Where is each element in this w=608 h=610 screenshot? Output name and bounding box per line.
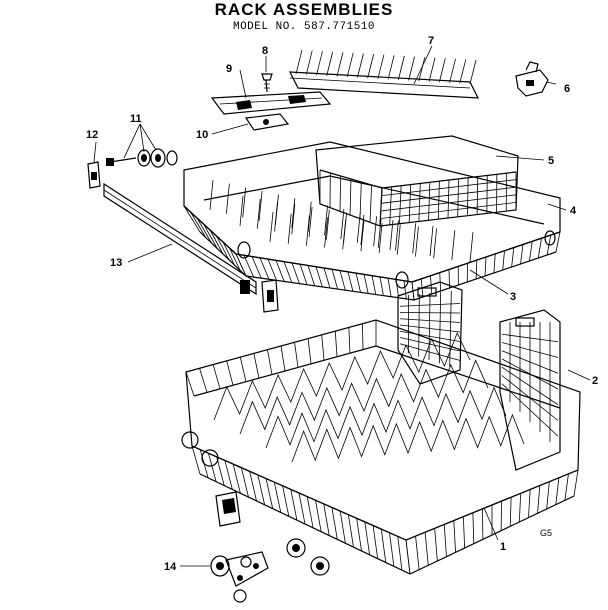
callout-4: 4 — [570, 205, 577, 217]
callout-12: 12 — [86, 129, 98, 141]
part-2-basket-insert — [397, 281, 561, 471]
callout-11: 11 — [130, 113, 142, 125]
part-5-silverware-basket — [315, 135, 519, 227]
model-number: MODEL NO. 587.771510 — [232, 21, 376, 33]
callout-13: 13 — [110, 257, 122, 269]
callout-5: 5 — [548, 155, 554, 167]
part-7-tine-row — [289, 49, 479, 99]
leader-lines — [93, 45, 591, 567]
part-10-bracket — [244, 113, 290, 131]
callout-9: 9 — [226, 63, 232, 75]
callout-2: 2 — [592, 375, 598, 387]
callout-3: 3 — [510, 291, 516, 303]
callout-8: 8 — [262, 45, 268, 57]
part-12-end-cap — [87, 161, 101, 189]
page-title: RACK ASSEMBLIES — [214, 0, 394, 19]
callout-10: 10 — [196, 129, 208, 141]
part-14-lower-roller — [210, 491, 269, 603]
callout-7: 7 — [428, 35, 434, 47]
part-11-roller-assembly — [106, 148, 178, 168]
part-3-upper-rack — [183, 141, 561, 301]
part-9-rail-bracket — [210, 91, 332, 115]
part-1-lower-rack — [181, 319, 581, 576]
part-8-screw — [261, 73, 273, 93]
callout-6: 6 — [564, 83, 570, 95]
part-6-clip — [515, 61, 549, 97]
figure-code: G5 — [540, 528, 552, 538]
part-13-rail — [103, 182, 279, 313]
callout-14: 14 — [164, 561, 177, 573]
callout-1: 1 — [500, 541, 506, 553]
